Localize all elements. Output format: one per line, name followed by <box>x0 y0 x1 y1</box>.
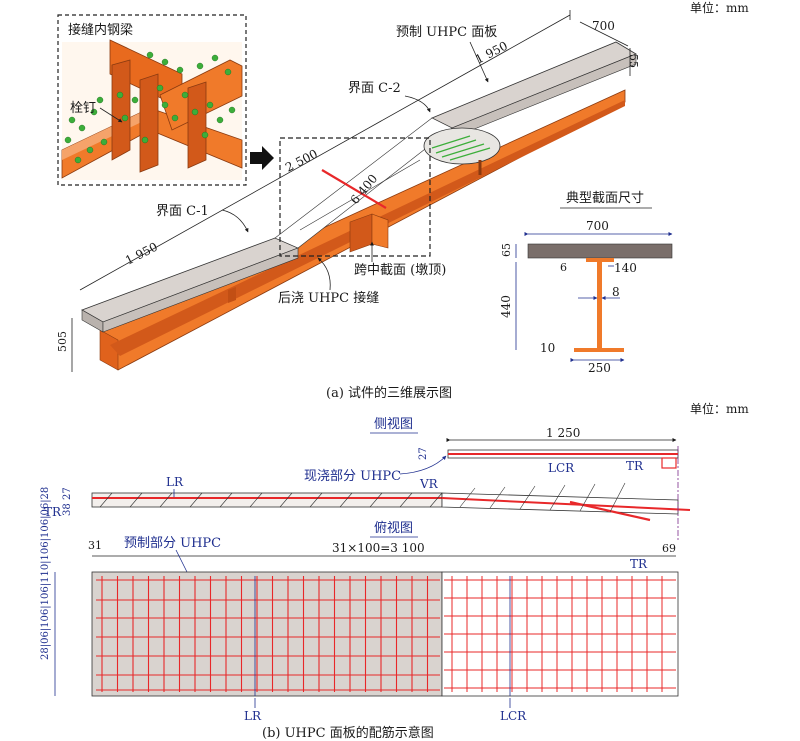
left-dims-label: 28|06|106|106|110|106|106|06|28 <box>40 487 51 660</box>
side-tr-label-right: TR <box>626 459 644 473</box>
side-view-title: 侧视图 <box>374 417 413 432</box>
units-label-bottom: 单位：mm <box>690 401 749 416</box>
side-vr-label: VR <box>419 477 439 491</box>
pointer-arrow-icon <box>250 146 274 170</box>
caption-a: (a) 试件的三维展示图 <box>326 385 452 401</box>
top-view-drawing <box>91 571 679 697</box>
dim-2500: 2 500 <box>283 147 320 175</box>
section-bottom-flange-w: 250 <box>588 361 611 375</box>
section-top-flange: 140 <box>614 261 637 275</box>
top-lr-label: LR <box>244 709 262 723</box>
dim-31: 31 <box>88 539 102 552</box>
dim-27-left: 27 <box>62 487 73 500</box>
caption-b: (b) UHPC 面板的配筋示意图 <box>262 725 434 741</box>
precast-part-label: 预制部分 UHPC <box>124 536 221 551</box>
precast-panel-label: 预制 UHPC 面板 <box>396 25 497 40</box>
cast-joint-label: 后浇 UHPC 接缝 <box>278 290 379 306</box>
interface-c2-label: 界面 C-2 <box>348 81 401 96</box>
side-lcr-label: LCR <box>548 461 575 475</box>
dim-38: 38 <box>62 503 73 516</box>
interface-c1-label: 界面 C-1 <box>156 204 209 219</box>
dim-1950-left: 1 950 <box>123 240 160 268</box>
section-height: 440 <box>499 295 513 318</box>
dim-spacing: 31×100=3 100 <box>332 541 425 555</box>
section-web: 8 <box>612 285 620 299</box>
top-tr-label: TR <box>630 557 648 571</box>
typical-section: 典型截面尺寸 700 65 6 140 440 8 10 250 <box>499 191 673 375</box>
dim-1250: 1 250 <box>546 426 580 440</box>
section-width: 700 <box>586 219 609 233</box>
stud-label: 栓钉 <box>70 101 96 116</box>
dim-1950-right: 1 950 <box>473 39 510 67</box>
midspan-label: 跨中截面 (墩顶) <box>354 263 446 278</box>
side-tr-label-left: TR <box>44 505 62 519</box>
section-title: 典型截面尺寸 <box>566 191 644 206</box>
section-bottom-flange-t: 10 <box>540 341 555 355</box>
section-thick: 65 <box>500 243 513 257</box>
units-label-top: 单位：mm <box>690 0 749 15</box>
joint-highlight-box <box>279 137 431 257</box>
dim-55: 55 <box>627 54 640 68</box>
steel-beam-inset <box>57 14 247 186</box>
top-lcr-label: LCR <box>500 709 527 723</box>
inset-title: 接缝内钢梁 <box>68 22 133 38</box>
dim-700: 700 <box>592 19 615 33</box>
side-view-drawing <box>91 446 691 540</box>
dim-505: 505 <box>56 331 69 352</box>
top-view-title: 俯视图 <box>374 520 413 536</box>
cast-part-label: 现浇部分 UHPC <box>304 469 401 484</box>
specimen-3d <box>81 41 637 371</box>
section-web-gap: 6 <box>560 261 567 274</box>
dim-69: 69 <box>662 542 676 555</box>
side-lr-label: LR <box>166 475 184 489</box>
dim-27-top: 27 <box>418 447 429 460</box>
